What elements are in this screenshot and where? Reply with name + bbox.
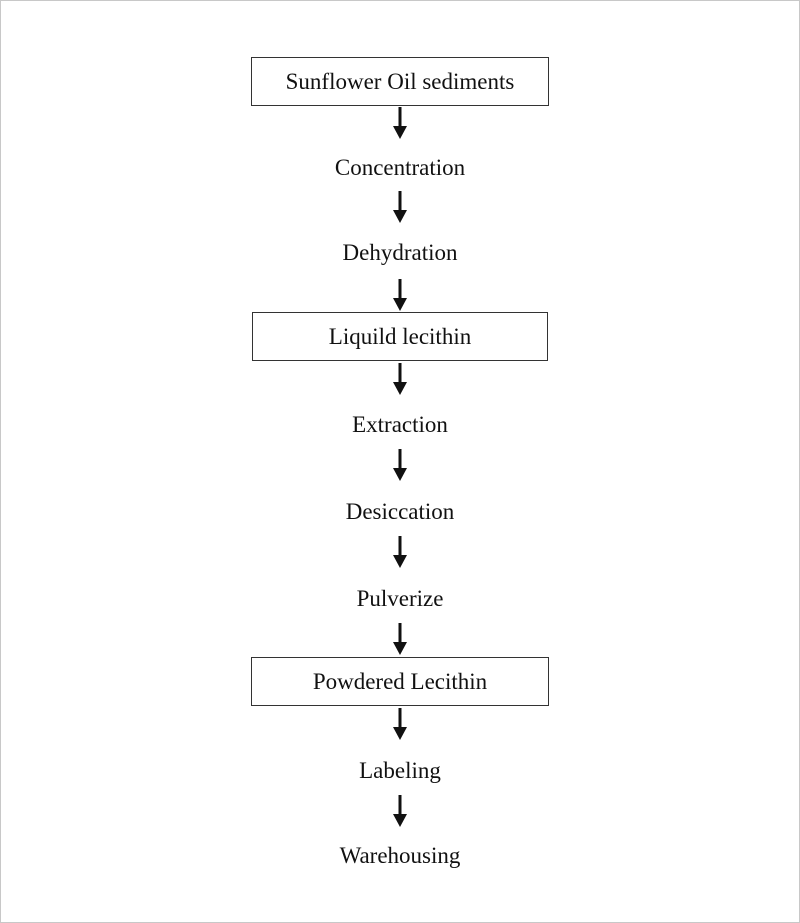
arrow-down-icon xyxy=(393,191,407,223)
arrow-down-icon xyxy=(393,279,407,311)
step-desiccation: Desiccation xyxy=(346,500,455,523)
arrow-down-icon xyxy=(393,536,407,568)
arrow-down-icon xyxy=(393,449,407,481)
step-powdered-lecithin: Powdered Lecithin xyxy=(251,657,549,706)
step-dehydration: Dehydration xyxy=(343,241,458,264)
arrow-down-icon xyxy=(393,623,407,655)
step-label: Warehousing xyxy=(339,843,461,868)
arrow-down-icon xyxy=(393,708,407,740)
step-label: Pulverize xyxy=(356,586,444,611)
step-label: Labeling xyxy=(359,758,441,783)
step-warehousing: Warehousing xyxy=(340,844,461,867)
step-sunflower-oil-sediments: Sunflower Oil sediments xyxy=(251,57,549,106)
step-label: Powdered Lecithin xyxy=(312,669,488,694)
arrow-down-icon xyxy=(393,363,407,395)
step-label: Sunflower Oil sediments xyxy=(285,69,515,94)
step-extraction: Extraction xyxy=(352,413,448,436)
step-label: Extraction xyxy=(352,412,448,437)
step-concentration: Concentration xyxy=(335,156,465,179)
step-pulverize: Pulverize xyxy=(357,587,444,610)
arrow-down-icon xyxy=(393,107,407,139)
step-label: Desiccation xyxy=(345,499,455,524)
arrow-down-icon xyxy=(393,795,407,827)
step-liquid-lecithin: Liquild lecithin xyxy=(252,312,548,361)
step-label: Dehydration xyxy=(342,240,458,265)
step-label: Liquild lecithin xyxy=(328,324,472,349)
step-label: Concentration xyxy=(334,155,466,180)
step-labeling: Labeling xyxy=(359,759,441,782)
